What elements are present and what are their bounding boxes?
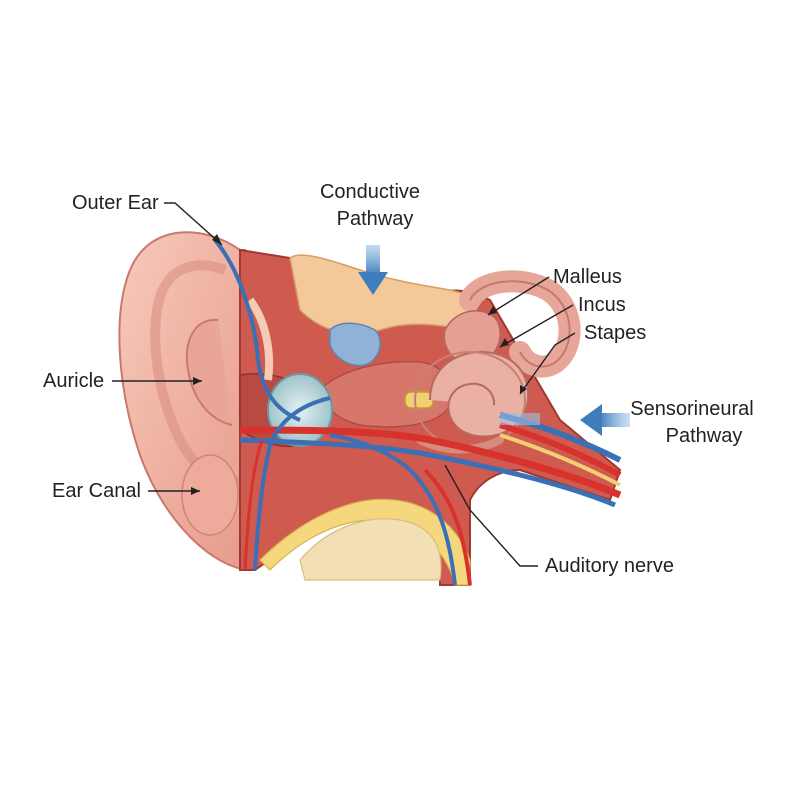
label-sensorineural-line1: Sensorineural xyxy=(630,398,753,420)
label-conductive-line1: Conductive xyxy=(320,181,420,203)
ossicles xyxy=(404,270,581,409)
label-stapes: Stapes xyxy=(584,322,646,344)
auricle-shape xyxy=(118,231,246,572)
label-conductive-line2: Pathway xyxy=(337,208,414,230)
label-auditory-nerve: Auditory nerve xyxy=(545,555,674,577)
leader-arrowheads xyxy=(191,234,527,495)
sensorineural-arrow xyxy=(500,404,630,436)
conductive-arrow xyxy=(358,245,388,295)
label-sensorineural-line2: Pathway xyxy=(666,425,743,447)
label-auricle: Auricle xyxy=(43,370,104,392)
label-malleus: Malleus xyxy=(553,266,622,288)
leader-lines xyxy=(112,202,576,567)
label-ear-canal: Ear Canal xyxy=(52,480,141,502)
auditory-nerve-bundle xyxy=(213,238,622,586)
label-outer-ear: Outer Ear xyxy=(72,192,159,214)
label-incus: Incus xyxy=(578,294,626,316)
